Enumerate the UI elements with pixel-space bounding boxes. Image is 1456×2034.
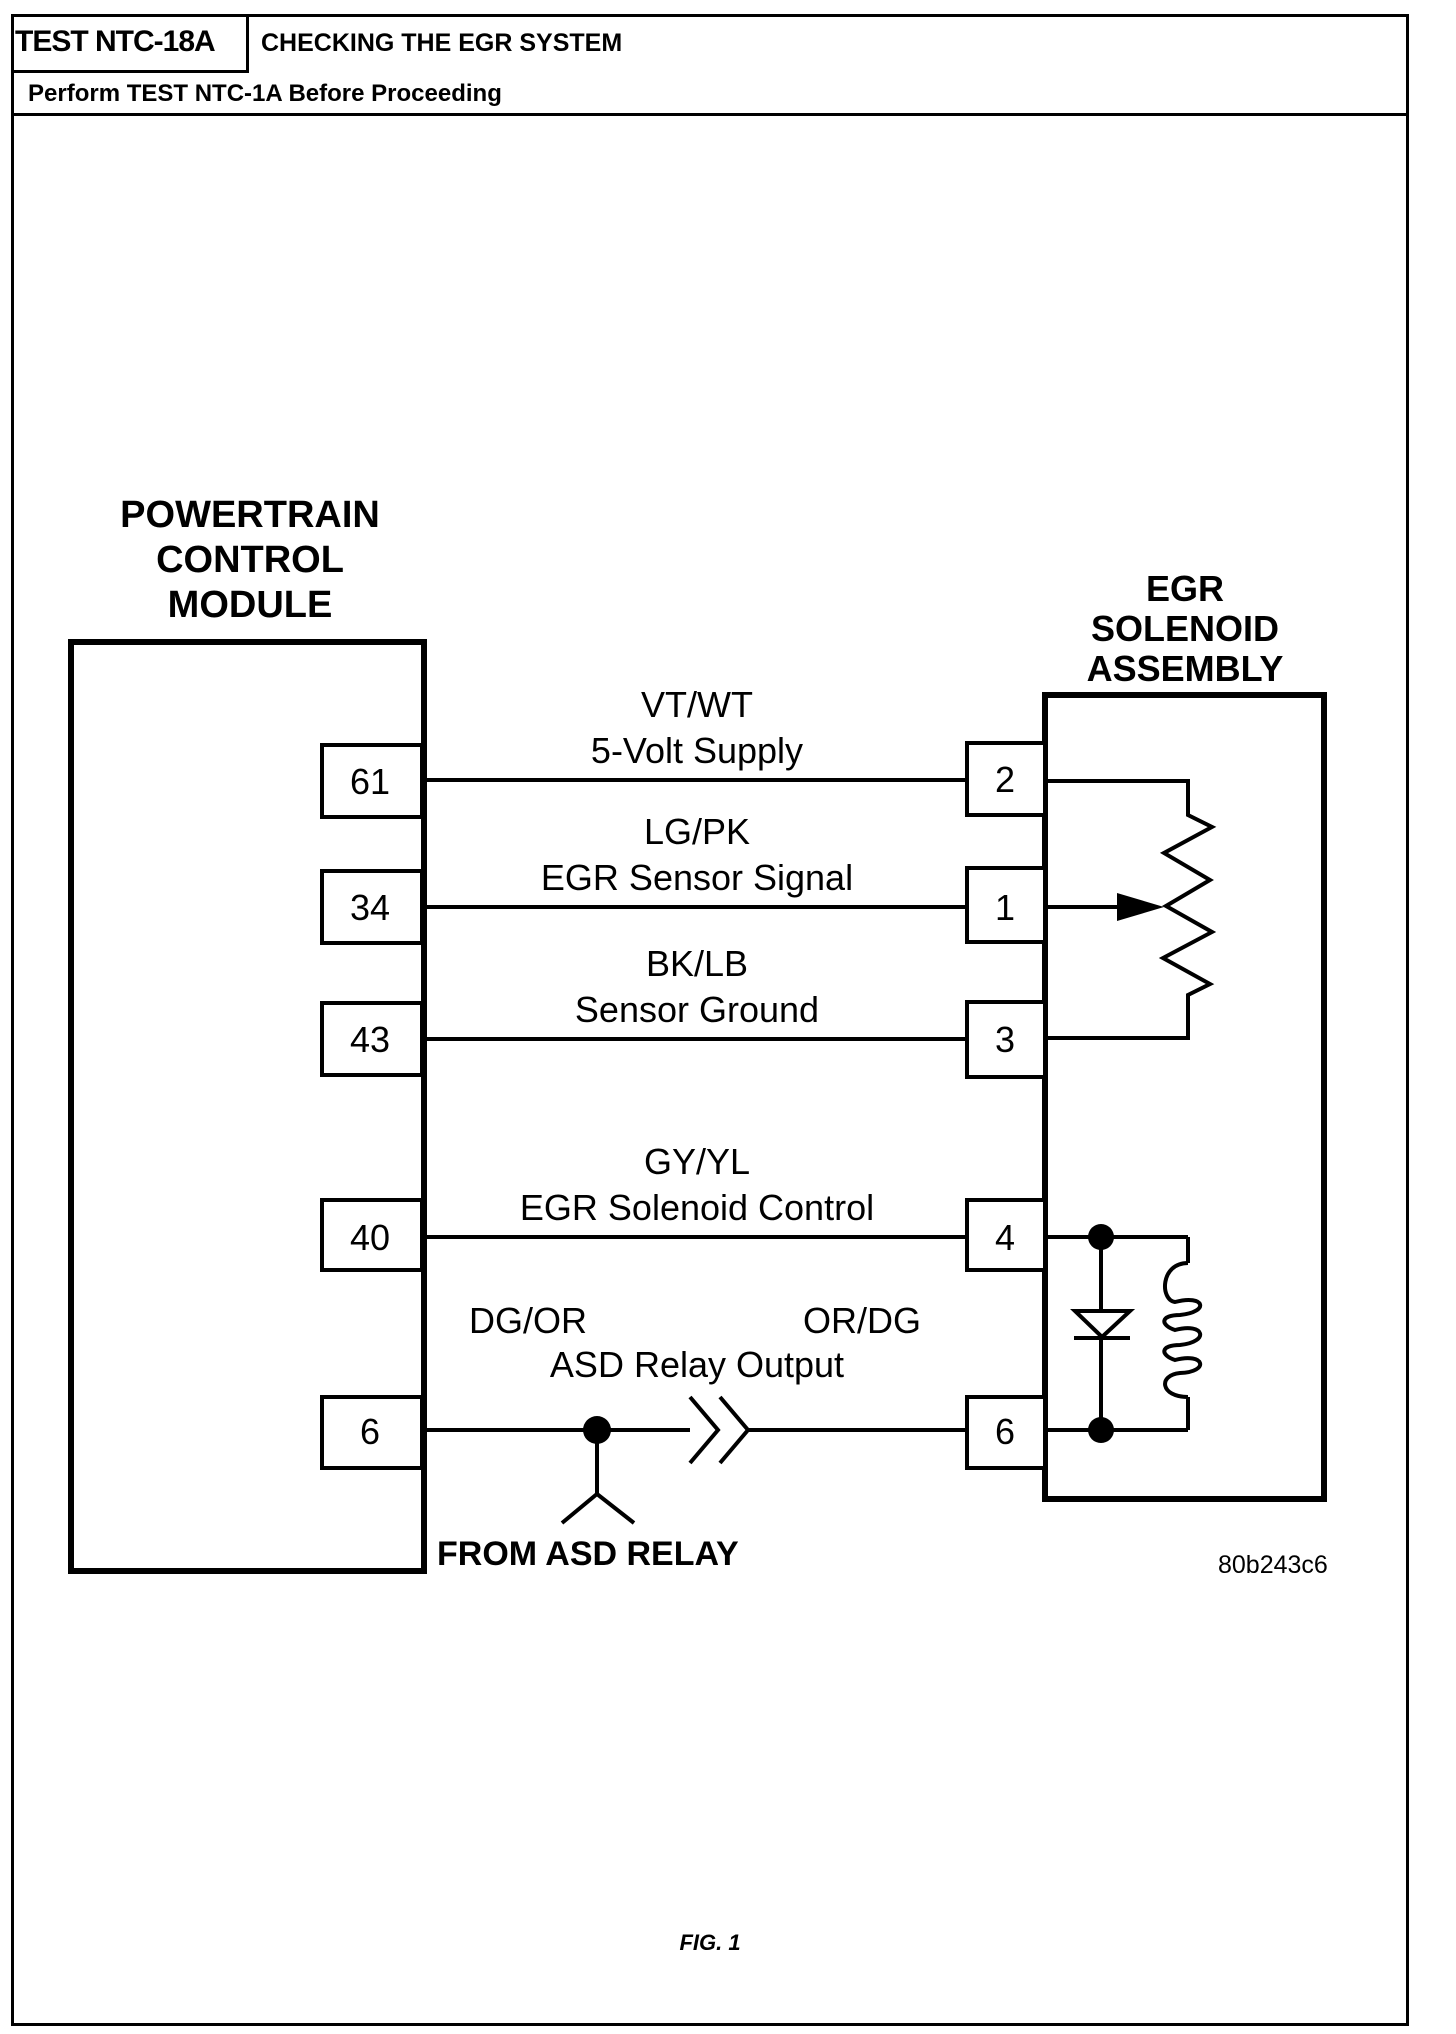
pcm-pin-number: 40	[350, 1217, 390, 1258]
pcm-title-line: POWERTRAIN	[120, 494, 380, 536]
diode-icon	[1070, 1309, 1136, 1340]
test-title: CHECKING THE EGR SYSTEM	[261, 29, 623, 57]
wire-function: EGR Solenoid Control	[520, 1187, 874, 1228]
pcm-pin-number: 61	[350, 761, 390, 802]
wire-function: ASD Relay Output	[550, 1344, 844, 1385]
image-code: 80b243c6	[1218, 1551, 1328, 1579]
egr-pin-number: 2	[995, 759, 1015, 800]
wire-color-code: VT/WT	[641, 684, 753, 725]
pcm-pin-number: 6	[360, 1411, 380, 1452]
wire-color-code-left: DG/OR	[469, 1300, 587, 1341]
junction-dot	[1088, 1417, 1114, 1443]
pcm-title-line: CONTROL	[156, 539, 344, 581]
egr-pin-number: 6	[995, 1411, 1015, 1452]
subheader: Perform TEST NTC-1A Before Proceeding	[28, 80, 502, 107]
pcm-pin-number: 43	[350, 1019, 390, 1060]
pcm-title-line: MODULE	[168, 584, 333, 626]
header-divider	[11, 113, 1406, 116]
egr-box	[1042, 692, 1327, 1502]
pcm-pin-box-34	[320, 869, 424, 945]
pcm-pin-box-40	[320, 1198, 424, 1272]
wire-function: 5-Volt Supply	[591, 730, 803, 771]
pcm-box	[68, 639, 427, 1574]
figure-caption: FIG. 1	[679, 1930, 741, 1955]
page-frame	[11, 14, 1409, 2026]
wiper-arrow-icon	[1117, 893, 1164, 921]
pcm-pin-box-6	[320, 1395, 424, 1470]
egr-title-line: EGR	[1146, 568, 1224, 609]
wire-color-code: LG/PK	[644, 811, 750, 852]
wire-color-code: BK/LB	[646, 943, 748, 984]
wire-function: EGR Sensor Signal	[541, 857, 853, 898]
egr-pin-box-6	[965, 1395, 1047, 1470]
egr-pin-number: 4	[995, 1217, 1015, 1258]
egr-title-line: SOLENOID	[1091, 608, 1279, 649]
solenoid-coil-icon	[1162, 1261, 1203, 1399]
egr-pin-box-3	[965, 1000, 1047, 1079]
egr-pin-number: 3	[995, 1019, 1015, 1060]
pcm-pin-number: 34	[350, 887, 390, 928]
wire-color-code: GY/YL	[644, 1141, 750, 1182]
test-id: TEST NTC-18A	[11, 14, 249, 73]
header-row: TEST NTC-18A CHECKING THE EGR SYSTEM	[11, 14, 1406, 73]
potentiometer-resistor-icon	[1045, 779, 1217, 1040]
egr-pin-number: 1	[995, 887, 1015, 928]
splice-fork-icon	[560, 1491, 636, 1525]
junction-dot	[1088, 1224, 1114, 1250]
pcm-pin-box-61	[320, 743, 424, 819]
connector-chevron-icon	[688, 1395, 721, 1465]
wire-function: Sensor Ground	[575, 989, 819, 1030]
egr-title-line: ASSEMBLY	[1087, 648, 1284, 689]
pcm-pin-box-43	[320, 1001, 424, 1077]
wire-color-code-right: OR/DG	[803, 1300, 921, 1341]
splice-label: FROM ASD RELAY	[437, 1535, 739, 1573]
